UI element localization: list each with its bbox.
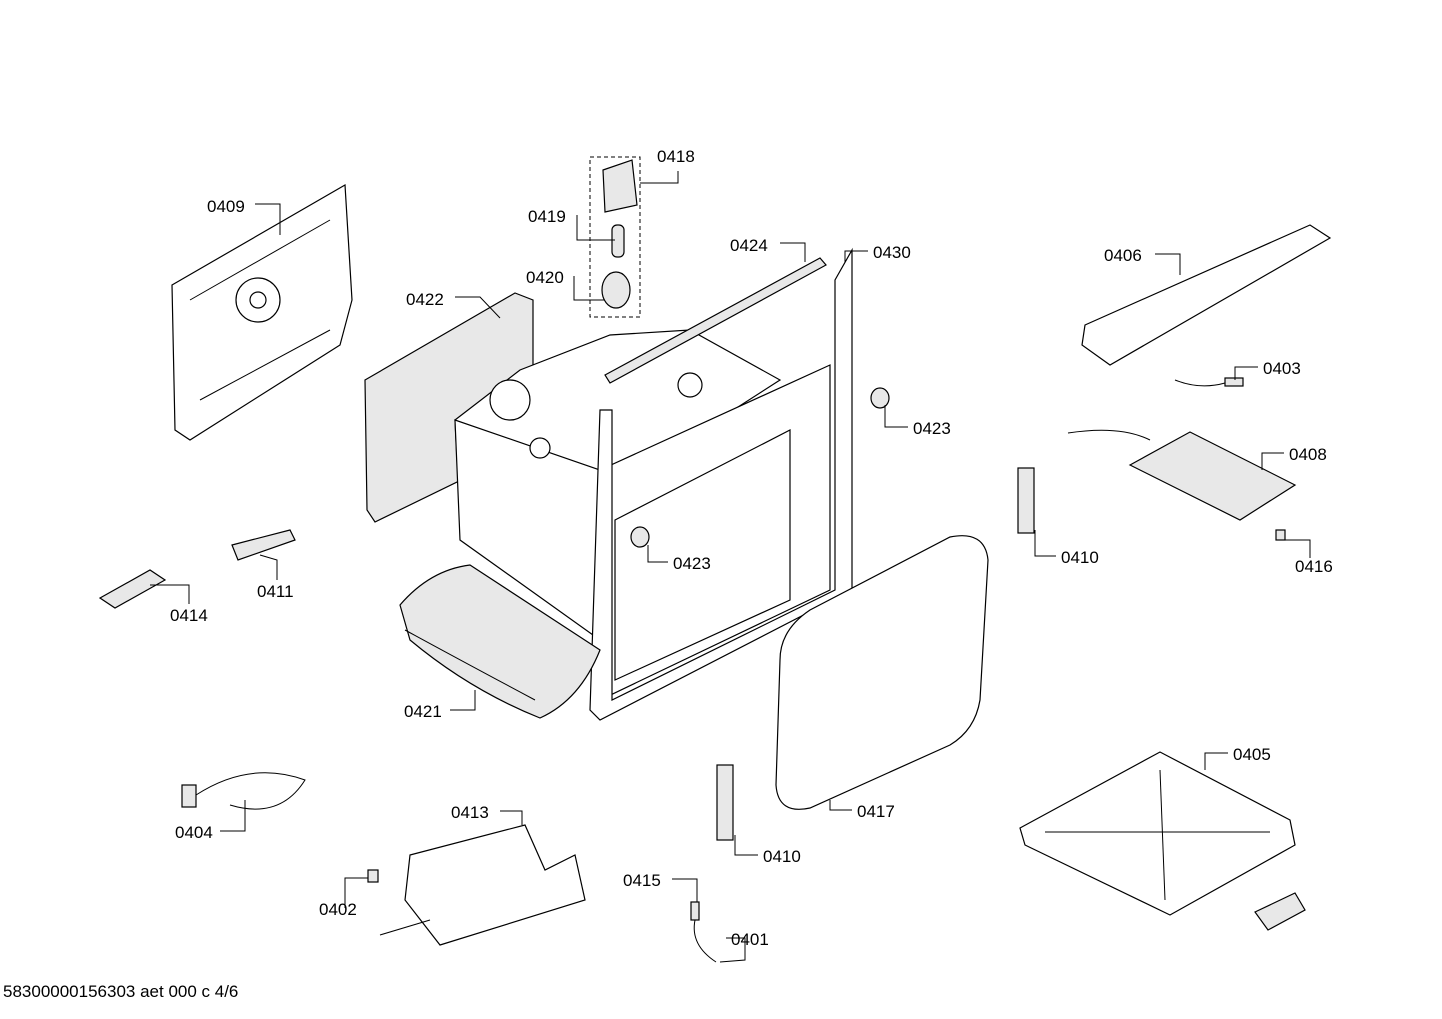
part-clip: [1275, 529, 1286, 541]
part-bracket: [1254, 892, 1306, 931]
part-sensor: [1174, 377, 1244, 387]
label-0408: 0408: [1289, 445, 1327, 464]
label-0403: 0403: [1263, 359, 1301, 378]
part-switch: [231, 529, 296, 561]
label-0405: 0405: [1233, 745, 1271, 764]
label-0423-a: 0423: [913, 419, 951, 438]
leader-lines: [150, 171, 1311, 963]
label-0404: 0404: [175, 823, 213, 842]
part-top-rail: [604, 257, 827, 384]
part-grill-element: [1067, 429, 1297, 521]
label-0409: 0409: [207, 197, 245, 216]
label-0421: 0421: [404, 702, 442, 721]
label-0423-b: 0423: [673, 554, 711, 573]
label-0417: 0417: [857, 802, 895, 821]
label-0416: 0416: [1295, 557, 1333, 576]
label-0411: 0411: [257, 582, 294, 601]
part-oven-cavity: [454, 329, 831, 701]
label-0410-b: 0410: [763, 847, 801, 866]
part-door-gasket: [775, 535, 989, 810]
label-0430: 0430: [873, 243, 911, 262]
part-heating-element: [399, 564, 601, 719]
part-nut: [367, 869, 379, 883]
label-0422: 0422: [406, 290, 444, 309]
part-terminal-block: [98, 569, 167, 609]
document-footer-code: 58300000156303 aet 000 c 4/6: [3, 982, 239, 1001]
label-0413: 0413: [451, 803, 489, 822]
part-probe: [690, 901, 717, 963]
part-lamp-cover: [602, 159, 638, 213]
part-back-panel: [171, 183, 353, 441]
label-0401: 0401: [731, 930, 769, 949]
part-bumper-b: [630, 526, 650, 548]
label-0424: 0424: [730, 236, 768, 255]
label-0419: 0419: [528, 207, 566, 226]
label-0402: 0402: [319, 900, 357, 919]
label-0410-a: 0410: [1061, 548, 1099, 567]
label-0420: 0420: [526, 268, 564, 287]
part-lamp-holder: [601, 271, 631, 309]
label-0418: 0418: [657, 147, 695, 166]
part-front-frame: [589, 247, 853, 721]
label-0414: 0414: [170, 606, 208, 625]
label-0415: 0415: [623, 871, 661, 890]
part-power-cable: [181, 772, 306, 810]
part-bumper-a: [870, 387, 890, 409]
part-fan-heater: [379, 824, 586, 946]
part-cover-plate: [1081, 224, 1332, 366]
part-hinge-b: [716, 764, 734, 841]
label-0406: 0406: [1104, 246, 1142, 265]
part-lamp-bulb: [611, 224, 625, 258]
part-bottom-tray: [1019, 751, 1296, 916]
part-hinge-a: [1017, 467, 1035, 534]
